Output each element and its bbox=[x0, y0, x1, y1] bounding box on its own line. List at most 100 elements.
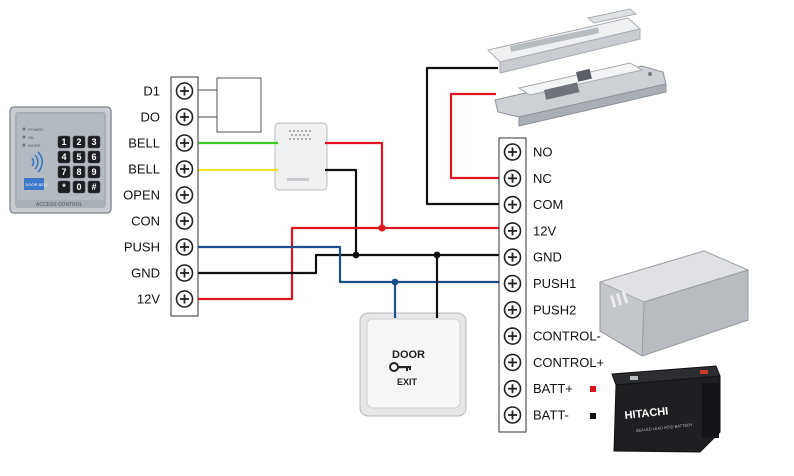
terminal-label: DO bbox=[141, 110, 161, 125]
terminal-screw-icon bbox=[175, 238, 194, 256]
terminal-label: BELL bbox=[128, 162, 160, 177]
terminal-screw-icon bbox=[175, 108, 194, 126]
terminal-screw-icon bbox=[503, 300, 522, 319]
exit-button-line1: DOOR bbox=[392, 349, 425, 361]
indicator-label: POWER bbox=[28, 127, 43, 132]
backup-battery: HITACHI SEALED LEAD ACID BATTERY bbox=[611, 365, 721, 453]
terminal-screw-icon bbox=[175, 82, 194, 100]
terminal-label: D1 bbox=[143, 84, 160, 99]
terminal-label: BELL bbox=[128, 136, 160, 151]
doorbell-card-button[interactable] bbox=[24, 178, 44, 190]
power-supply-box bbox=[598, 250, 750, 357]
keypad-indicators: POWER OK WORK bbox=[22, 127, 43, 148]
keypad-key[interactable]: 0 bbox=[72, 180, 86, 194]
wire-lock-nc bbox=[449, 92, 500, 180]
battery-subtitle: SEALED LEAD ACID BATTERY bbox=[636, 422, 694, 433]
terminal-label: 12V bbox=[533, 223, 556, 238]
keypad-key[interactable]: 8 bbox=[72, 165, 86, 179]
indicator-label: OK bbox=[28, 135, 34, 140]
terminal-label: CON bbox=[131, 214, 160, 229]
keypad-brand: ACCESS CONTROL bbox=[36, 202, 83, 208]
junction-dot bbox=[391, 278, 399, 286]
keypad-key-label: 1 bbox=[61, 137, 66, 147]
junction-dot bbox=[378, 224, 386, 232]
junction-dot bbox=[433, 251, 441, 259]
keypad-key-label: 0 bbox=[76, 182, 81, 192]
door-bell-unit bbox=[274, 122, 328, 191]
terminal-label: PUSH2 bbox=[533, 302, 576, 317]
terminal-screw-icon bbox=[503, 169, 522, 188]
terminal-screw-icon bbox=[503, 406, 522, 424]
keypad-key[interactable]: 7 bbox=[57, 165, 71, 179]
wire-push bbox=[197, 245, 500, 284]
terminal-screw-icon bbox=[175, 134, 194, 152]
keypad-key-label: 4 bbox=[61, 152, 66, 162]
exit-button-line2: EXIT bbox=[397, 377, 418, 387]
electric-bolt-lock bbox=[494, 62, 667, 127]
keypad-key[interactable]: 1 bbox=[57, 135, 71, 149]
batt-plus-marker bbox=[590, 386, 596, 392]
terminal-screw-icon bbox=[503, 353, 522, 372]
terminal-label: OPEN bbox=[123, 188, 160, 203]
rfid-icon bbox=[31, 151, 43, 173]
keypad-key-label: # bbox=[91, 182, 96, 192]
magnetic-lock bbox=[487, 8, 642, 74]
wire-12v bbox=[197, 226, 500, 301]
terminal-screw-icon bbox=[175, 160, 194, 178]
batt-minus-marker bbox=[590, 413, 596, 419]
wiegand-reader-box bbox=[216, 77, 262, 133]
terminal-label: COM bbox=[533, 197, 563, 212]
card-button-label: DOOR BELL bbox=[26, 182, 50, 187]
terminal-screw-icon bbox=[503, 274, 522, 293]
terminal-screw-icon bbox=[503, 143, 522, 161]
keypad-key[interactable]: 9 bbox=[87, 165, 101, 179]
key-icon bbox=[389, 362, 411, 372]
terminal-screw-icon bbox=[503, 379, 522, 398]
terminal-screw-icon bbox=[503, 195, 522, 214]
terminal-label: GND bbox=[533, 250, 562, 265]
keypad-key-label: 5 bbox=[76, 152, 81, 162]
terminal-label: BATT+ bbox=[533, 381, 573, 396]
terminal-screw-icon bbox=[175, 290, 194, 308]
keypad-key[interactable]: 5 bbox=[72, 150, 86, 164]
terminal-label: NC bbox=[533, 171, 552, 186]
terminal-label: CONTROL+ bbox=[533, 355, 604, 370]
junction-dot bbox=[352, 251, 360, 259]
keypad-key-label: 6 bbox=[91, 152, 96, 162]
terminal-screw-icon bbox=[175, 186, 194, 204]
terminal-label: CONTROL- bbox=[533, 329, 601, 344]
terminal-screw-icon bbox=[175, 212, 194, 230]
wire-bell-red bbox=[325, 141, 384, 228]
terminal-label: PUSH1 bbox=[533, 276, 576, 291]
keypad-key[interactable]: # bbox=[87, 180, 101, 194]
keypad-key[interactable]: * bbox=[57, 180, 71, 194]
terminal-label: NO bbox=[533, 145, 553, 160]
keypad-key-label: 8 bbox=[76, 167, 81, 177]
keypad-key-label: * bbox=[62, 182, 66, 192]
terminal-screw-icon bbox=[503, 248, 522, 267]
indicator-label: WORK bbox=[28, 143, 41, 148]
keypad-key[interactable]: 3 bbox=[87, 135, 101, 149]
keypad-key-label: 2 bbox=[76, 137, 81, 147]
terminal-screw-icon bbox=[503, 222, 522, 240]
keypad-key[interactable]: 4 bbox=[57, 150, 71, 164]
wire-bell-black bbox=[325, 168, 358, 255]
keypad-key[interactable]: 2 bbox=[72, 135, 86, 149]
battery-brand: HITACHI bbox=[624, 405, 669, 422]
keypad-key-label: 3 bbox=[91, 137, 96, 147]
terminal-label: BATT- bbox=[533, 408, 569, 423]
keypad-key-label: 7 bbox=[61, 167, 66, 177]
terminal-screw-icon bbox=[175, 264, 194, 282]
wire-gnd bbox=[197, 253, 500, 275]
wire-lock-com bbox=[425, 66, 500, 206]
terminal-screw-icon bbox=[503, 327, 522, 345]
terminal-label: 12V bbox=[137, 292, 160, 307]
terminal-label: PUSH bbox=[124, 240, 160, 255]
keypad-key[interactable]: 6 bbox=[87, 150, 101, 164]
exit-button: DOOR EXIT bbox=[359, 312, 467, 417]
